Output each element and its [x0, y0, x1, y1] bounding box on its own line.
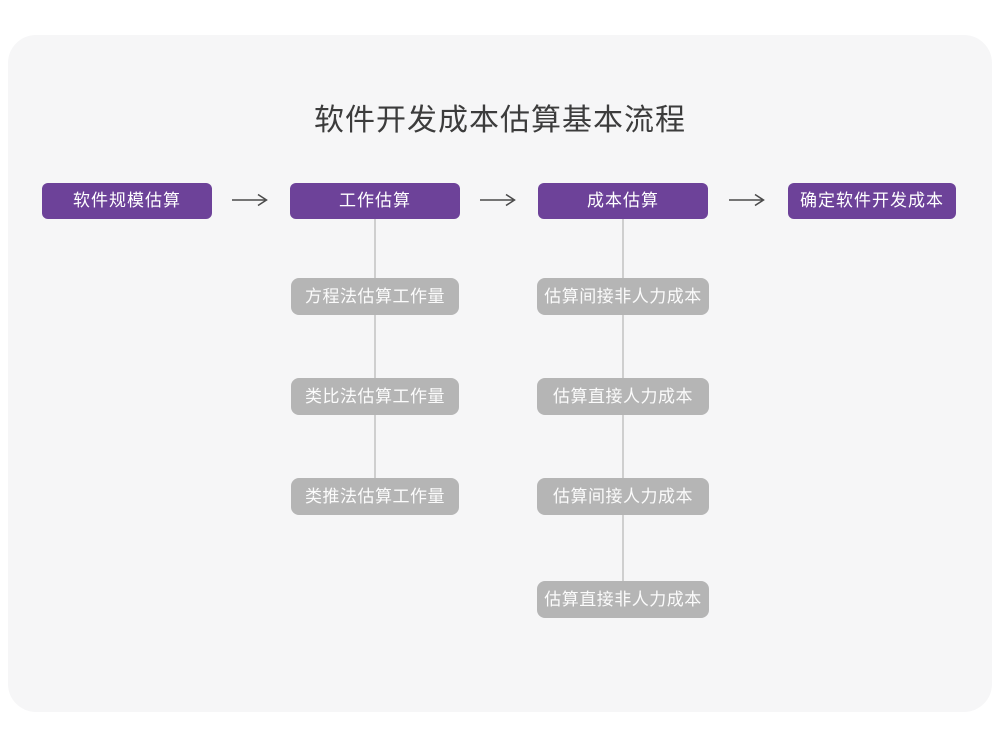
node-inference-method: 类推法估算工作量 — [291, 478, 459, 515]
diagram-title: 软件开发成本估算基本流程 — [314, 104, 686, 137]
node-work-estimation: 工作估算 — [290, 183, 460, 219]
node-cost-estimation: 成本估算 — [538, 183, 708, 219]
node-indirect-labor-cost: 估算间接人力成本 — [537, 478, 709, 515]
arrow-right-icon — [231, 193, 269, 207]
node-direct-nonlabor-cost: 估算直接非人力成本 — [537, 581, 709, 618]
diagram-card — [8, 35, 992, 712]
node-software-scale-estimation: 软件规模估算 — [42, 183, 212, 219]
node-determine-dev-cost: 确定软件开发成本 — [788, 183, 956, 219]
node-analogy-method: 类比法估算工作量 — [291, 378, 459, 415]
connector-line-work — [374, 219, 376, 497]
arrow-right-icon — [728, 193, 766, 207]
arrow-right-icon — [479, 193, 517, 207]
node-indirect-nonlabor-cost: 估算间接非人力成本 — [537, 278, 709, 315]
node-equation-method: 方程法估算工作量 — [291, 278, 459, 315]
node-direct-labor-cost: 估算直接人力成本 — [537, 378, 709, 415]
